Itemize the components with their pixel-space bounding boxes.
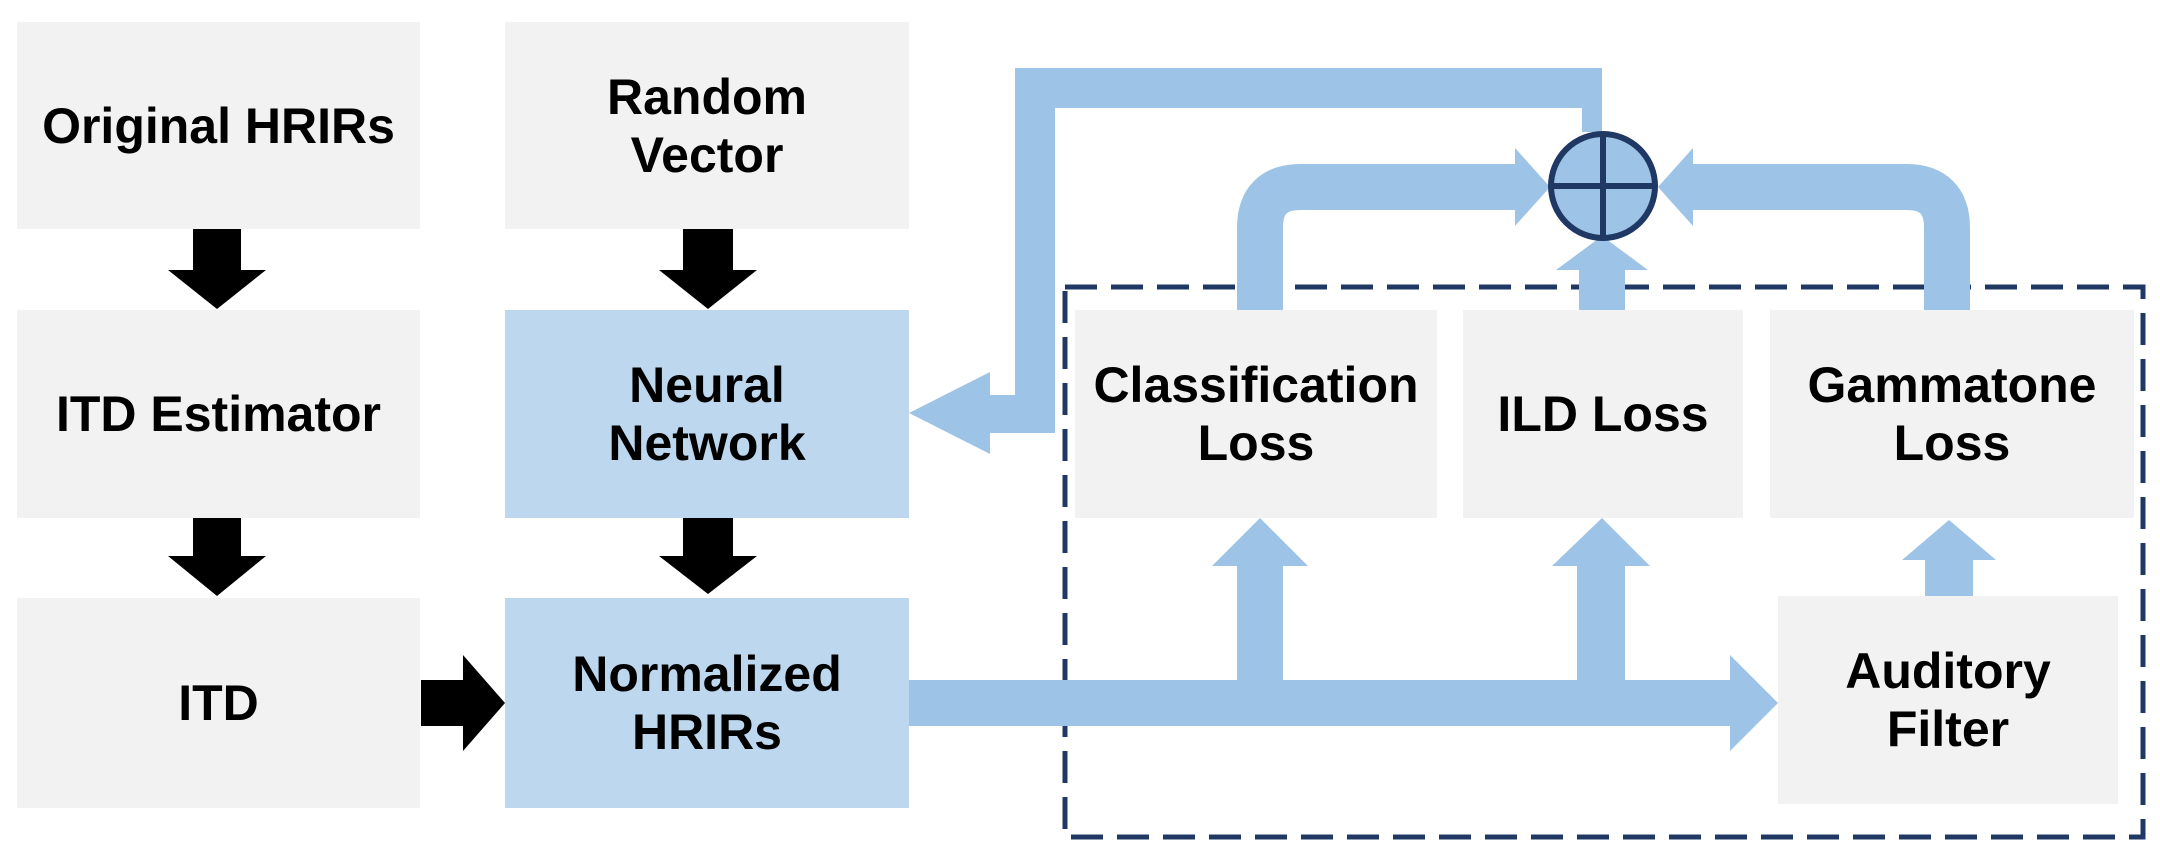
arrow-classification-to-sum-head (1515, 148, 1550, 226)
box-random-vector: Random Vector (505, 22, 909, 229)
box-classification-loss: Classification Loss (1075, 310, 1437, 518)
arrow-hrirs-to-estimator (168, 229, 266, 309)
arrow-estimator-to-itd (168, 515, 266, 596)
arrow-vector-to-network (659, 229, 757, 309)
arrow-up-to-classification (1212, 518, 1308, 680)
arrow-gammatone-to-sum-head (1658, 148, 1693, 226)
flow-arrows (909, 68, 1996, 751)
box-normalized-hrirs: Normalized HRIRs (505, 598, 909, 808)
box-gammatone-loss: Gammatone Loss (1770, 310, 2134, 518)
arrow-normalized-to-auditory (909, 655, 1778, 751)
arrow-up-to-ild (1552, 518, 1650, 680)
box-original-hrirs: Original HRIRs (17, 22, 420, 229)
arrow-feedback-to-network (909, 68, 1602, 454)
loss-group-dashed-border (1062, 284, 2146, 840)
box-itd-estimator: ITD Estimator (17, 310, 420, 518)
box-ild-loss: ILD Loss (1463, 310, 1743, 518)
arrow-network-to-normalized (659, 515, 757, 594)
arrow-classification-to-sum (1237, 164, 1520, 310)
box-auditory-filter: Auditory Filter (1778, 596, 2118, 804)
arrow-ild-to-sum (1556, 236, 1648, 310)
arrow-itd-to-normalized (421, 655, 505, 751)
box-neural-network: Neural Network (505, 310, 909, 518)
arrow-auditory-to-gammatone (1902, 520, 1996, 596)
sum-node (1548, 131, 1658, 241)
box-itd: ITD (17, 598, 420, 808)
arrow-gammatone-to-sum (1690, 164, 1970, 310)
